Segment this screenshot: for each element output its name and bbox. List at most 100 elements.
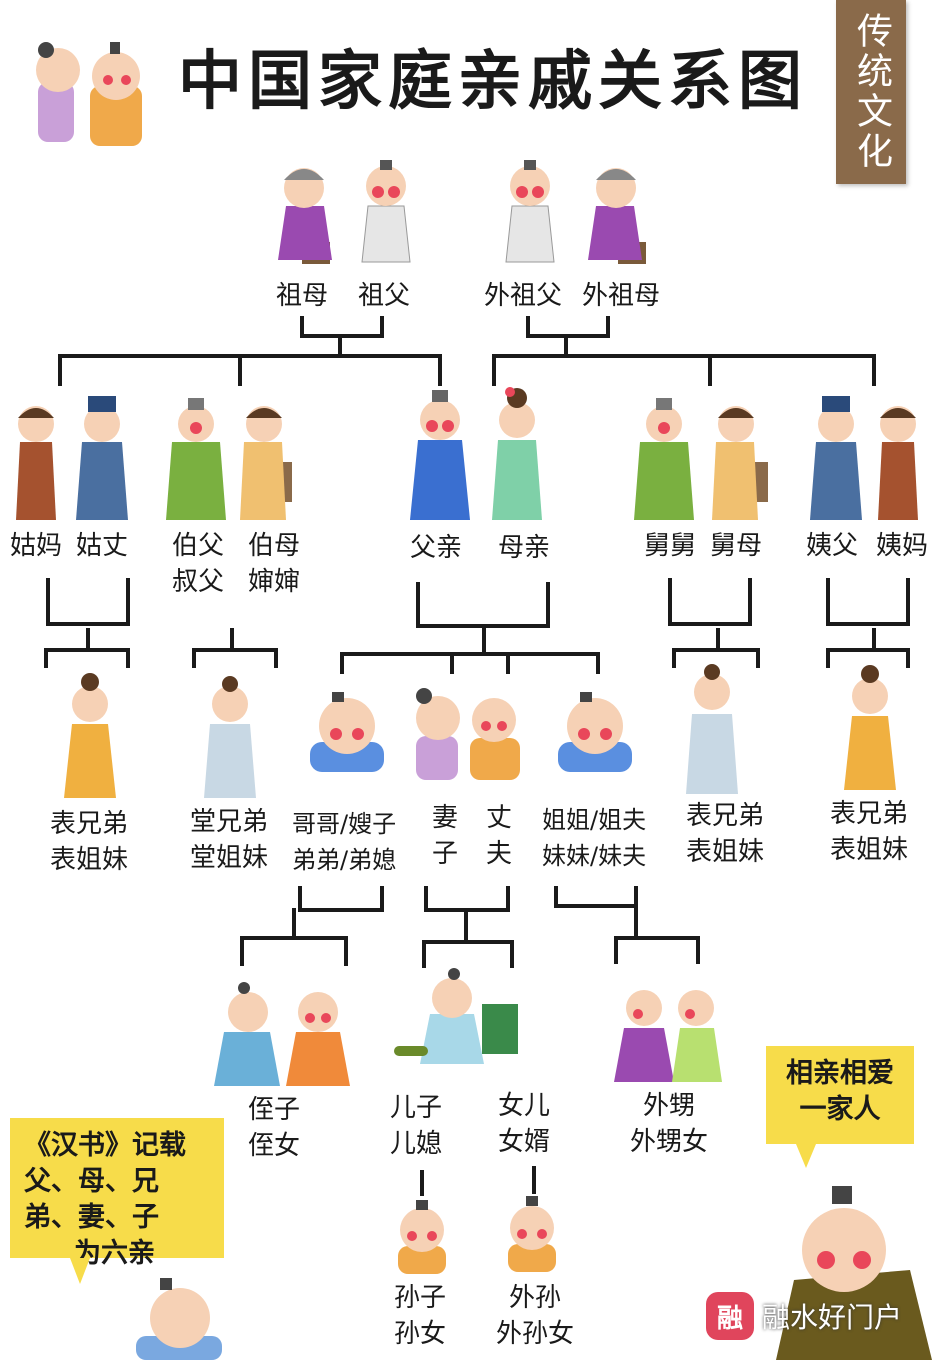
mother-figure — [492, 387, 542, 520]
daughter-grandson-figure — [508, 1196, 556, 1272]
title-children-figure — [36, 42, 142, 146]
note-line: 相亲相爱 — [786, 1058, 894, 1089]
aunt-figure — [240, 406, 292, 520]
label-nephew: 侄子 — [248, 1095, 301, 1125]
label-uncle: 伯父 叔父 — [172, 528, 224, 600]
six-relatives-note: 《汉书》记载 父、母、兄 弟、妻、子 为六亲 — [10, 1118, 224, 1284]
label-line: 哥哥/嫂子 — [292, 810, 397, 838]
grandson-figure — [398, 1200, 446, 1274]
label-maternal-grandfather: 外祖父 — [484, 281, 563, 311]
label-line: 妹妹/妹夫 — [542, 842, 647, 870]
label-line: 表姐妹 — [830, 835, 909, 865]
watermark: 融 融水好门户 — [706, 1290, 902, 1342]
label-line: 妻 — [432, 803, 459, 833]
maternal-aunt-figure — [878, 406, 918, 520]
label-nephew-niece: 侄子 侄女 — [248, 1092, 300, 1164]
grandmother-figure — [278, 168, 332, 264]
note-line: 为六亲 — [74, 1238, 155, 1269]
label-maternal-aunt-husband: 姨父 — [806, 531, 859, 561]
label-line: 丈 — [486, 803, 513, 833]
page-title: 中国家庭亲戚关系图 — [178, 45, 808, 119]
label-cousins-uncle: 表兄弟 表姐妹 — [686, 798, 764, 870]
label-son-line: 儿子 — [390, 1093, 443, 1123]
label-sisters: 姐姐/姐夫 妹妹/妹夫 — [542, 802, 646, 874]
cousin-paternal-aunt-figure — [64, 673, 116, 798]
note-line: 《汉书》记载 — [24, 1130, 186, 1161]
note-line: 弟、妻、子 — [24, 1202, 159, 1233]
label-grandmother: 祖母 — [276, 281, 329, 311]
sister-children-figure — [614, 990, 722, 1082]
maternal-aunt-husband-figure — [810, 396, 862, 520]
label-maternal-uncle: 舅舅 — [644, 531, 697, 561]
label-line: 表兄弟 — [50, 809, 129, 839]
label-maternal-grandmother: 外祖母 — [582, 281, 661, 311]
label-paternal-aunt-husband: 姑丈 — [76, 531, 129, 561]
old-man-figure — [776, 1186, 932, 1360]
couple-figure — [416, 688, 520, 780]
label-line: 表兄弟 — [830, 799, 909, 829]
label-brothers: 哥哥/嫂子 弟弟/弟媳 — [292, 806, 396, 878]
label-line: 堂兄弟 — [190, 807, 269, 837]
label-aunt-elder: 伯母 — [248, 531, 301, 561]
label-maternal-uncle-wife: 舅母 — [710, 531, 763, 561]
label-mother: 母亲 — [498, 533, 551, 563]
maternal-uncle-wife-figure — [712, 406, 768, 520]
label-uncle-elder: 伯父 — [172, 531, 225, 561]
cousin-aunt-figure — [844, 665, 896, 790]
label-line: 弟弟/弟媳 — [292, 846, 397, 874]
label-sister-daughter: 外甥女 — [630, 1127, 709, 1157]
nephew-niece-figure — [214, 982, 350, 1086]
note-line: 父、母、兄 — [24, 1166, 159, 1197]
label-son: 儿子 儿媳 — [390, 1090, 442, 1162]
grandfather-figure — [361, 160, 411, 263]
label-niece: 侄女 — [248, 1131, 301, 1161]
family-love-note: 相亲相爱 一家人 — [766, 1046, 914, 1168]
label-aunt: 伯母 婶婶 — [248, 528, 300, 600]
label-daughter: 女儿 女婿 — [498, 1088, 550, 1160]
label-paternal-aunt: 姑妈 — [10, 531, 63, 561]
label-granddaughter: 孙女 — [394, 1319, 447, 1349]
label-father: 父亲 — [410, 533, 463, 563]
label-line: 子 — [432, 839, 459, 869]
label-line: 表兄弟 — [686, 801, 765, 831]
label-husband: 丈 夫 — [486, 800, 512, 872]
label-daughter-granddaughter: 外孙女 — [496, 1319, 575, 1349]
bottom-child-figure — [136, 1278, 222, 1360]
label-grandson: 孙子 — [394, 1283, 447, 1313]
label-daughter-grandson: 外孙 — [509, 1283, 562, 1313]
note-line: 一家人 — [799, 1094, 881, 1125]
maternal-uncle-figure — [634, 398, 694, 520]
cousin-uncle-figure — [686, 664, 738, 794]
label-line: 夫 — [486, 839, 513, 869]
label-grandchildren: 孙子 孙女 — [394, 1280, 446, 1352]
label-line: 表姐妹 — [50, 845, 129, 875]
father-figure — [410, 390, 470, 520]
label-line: 堂姐妹 — [190, 843, 269, 873]
paternal-aunt-figure — [16, 406, 56, 520]
label-line: 姐姐/姐夫 — [542, 806, 647, 834]
label-aunt-younger: 婶婶 — [248, 567, 301, 597]
sister-figure — [558, 692, 632, 772]
label-uncle-younger: 叔父 — [172, 567, 225, 597]
label-maternal-aunt: 姨妈 — [876, 531, 929, 561]
paternal-aunt-husband-figure — [76, 396, 128, 520]
label-daughter-in-law: 儿媳 — [390, 1129, 443, 1159]
label-line: 表姐妹 — [686, 837, 765, 867]
brother-figure — [310, 692, 384, 772]
label-cousins-paternal-aunt: 表兄弟 表姐妹 — [50, 806, 128, 878]
label-cousins-tang: 堂兄弟 堂姐妹 — [190, 804, 268, 876]
label-daughter-grandchildren: 外孙 外孙女 — [496, 1280, 574, 1352]
label-wife: 妻 子 — [432, 800, 458, 872]
label-sister-children: 外甥 外甥女 — [630, 1088, 708, 1160]
uncle-figure — [166, 398, 226, 520]
watermark-text: 融水好门户 — [762, 1301, 903, 1334]
cousin-tang-figure — [204, 676, 256, 798]
label-sister-son: 外甥 — [643, 1091, 696, 1121]
label-daughter-line: 女儿 — [498, 1091, 551, 1121]
maternal-grandfather-figure — [505, 160, 555, 263]
label-son-in-law: 女婿 — [498, 1127, 551, 1157]
maternal-grandmother-figure — [588, 168, 646, 264]
son-daughter-figure — [394, 968, 518, 1064]
watermark-logo-icon: 融 — [706, 1292, 754, 1340]
